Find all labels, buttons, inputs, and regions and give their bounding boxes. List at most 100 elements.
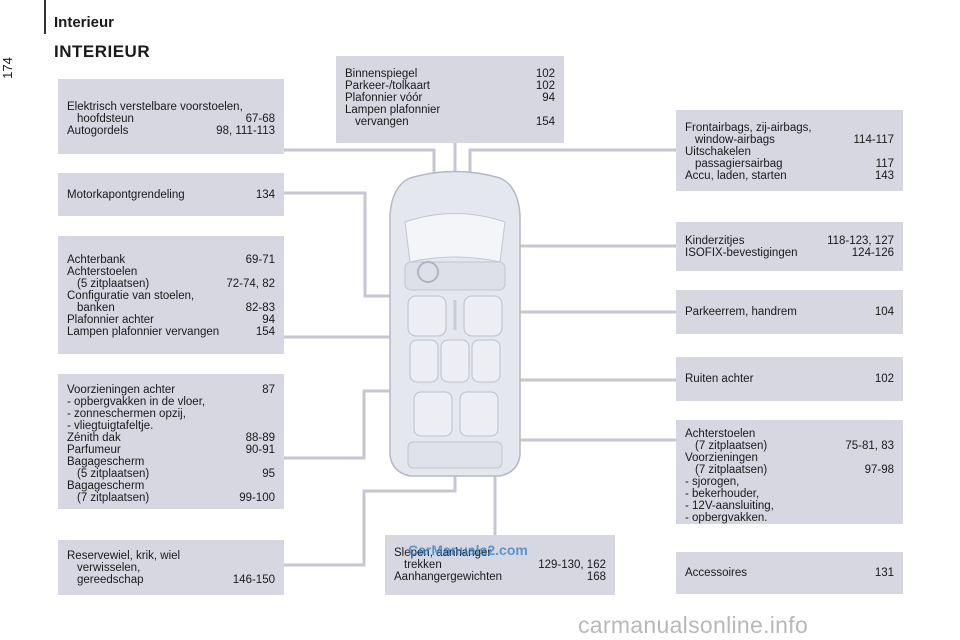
index-entry-topic: - zonneschermen opzij, <box>67 408 186 420</box>
index-entry: Slepen, aanhanger <box>394 547 606 559</box>
index-entry-pages: 102 <box>535 80 555 92</box>
front-seat-left <box>407 295 447 337</box>
index-entry-topic: Motorkapontgrendeling <box>67 189 185 201</box>
index-entry-topic: Lampen plafonnier vervangen <box>67 326 220 338</box>
index-entry-topic: (5 zitplaatsen) <box>77 468 150 480</box>
index-entry-topic: ISOFIX-bevestigingen <box>685 247 798 259</box>
index-entry-topic: Ruiten achter <box>685 373 754 385</box>
index-entry-topic: Accu, laden, starten <box>685 170 787 182</box>
index-entry-topic: verwisselen, <box>77 562 141 574</box>
index-entry: Plafonnier vóór 94 <box>345 92 555 104</box>
index-entry-topic: Reservewiel, krik, wiel <box>67 550 181 562</box>
margin-rule <box>44 0 46 34</box>
windscreen <box>404 213 506 263</box>
index-entry-topic: Bagagescherm <box>67 480 145 492</box>
boot-floor <box>407 441 503 469</box>
index-entry-topic: trekken <box>404 559 442 571</box>
index-entry: verwisselen, <box>67 562 275 574</box>
index-entry-topic: - opbergvakken. <box>685 512 768 524</box>
index-entry: Achterstoelen <box>67 266 275 278</box>
index-entry-pages: 94 <box>262 314 275 326</box>
index-entry-pages: 88-89 <box>245 432 275 444</box>
index-entry-topic: Voorzieningen achter <box>67 384 176 396</box>
index-entry: Bagagescherm <box>67 456 275 468</box>
index-entry-topic: - opbergvakken in de vloer, <box>67 396 206 408</box>
index-entry: Accu, laden, starten 143 <box>685 170 894 182</box>
index-entry-topic: Zénith dak <box>67 432 121 444</box>
index-entry-pages: 75-81, 83 <box>845 440 894 452</box>
watermark-site: carmanualsonline.info <box>578 612 809 638</box>
index-entry-topic: Uitschakelen <box>685 146 751 158</box>
index-entry-pages: 124-126 <box>851 247 894 259</box>
index-entry-topic: Slepen, aanhanger <box>394 547 492 559</box>
index-entry: - sjorogen, <box>685 476 894 488</box>
index-entry: - vliegtuigtafeltje. <box>67 420 275 432</box>
rear-seat-left <box>409 339 439 383</box>
index-entry-pages: 154 <box>255 326 275 338</box>
index-entry-topic: Aanhangergewichten <box>394 571 503 583</box>
index-entry-topic: Achterbank <box>67 254 126 266</box>
callout-airbags: Frontairbags, zij-airbags,window-airbags… <box>676 110 903 191</box>
index-entry-topic: Elektrisch verstelbare voorstoelen, <box>67 101 243 113</box>
index-entry-topic: Parkeer-/tolkaart <box>345 80 431 92</box>
index-entry-pages: 131 <box>874 567 894 579</box>
index-entry: - 12V-aansluiting, <box>685 500 894 512</box>
index-entry-pages: 94 <box>542 92 555 104</box>
index-entry-topic: (7 zitplaatsen) <box>695 464 768 476</box>
index-entry-pages: 143 <box>874 170 894 182</box>
index-entry: - bekerhouder, <box>685 488 894 500</box>
callout-front-seats: Elektrisch verstelbare voorstoelen,hoofd… <box>58 79 284 154</box>
index-entry-pages: 102 <box>535 68 555 80</box>
index-entry-topic: passagiersairbag <box>695 158 783 170</box>
index-entry-topic: window-airbags <box>695 134 775 146</box>
index-entry: Configuratie van stoelen, <box>67 290 275 302</box>
index-entry-pages: 129-130, 162 <box>538 559 606 571</box>
index-entry-pages: 134 <box>255 189 275 201</box>
index-entry-pages: 118-123, 127 <box>827 235 894 247</box>
index-entry-topic: - 12V-aansluiting, <box>685 500 774 512</box>
index-entry-topic: Autogordels <box>67 125 129 137</box>
index-entry-topic: - sjorogen, <box>685 476 740 488</box>
index-entry: trekken 129-130, 162 <box>394 559 606 571</box>
index-entry-pages: 82-83 <box>245 302 275 314</box>
leader-line-spare-wheel <box>284 470 457 567</box>
index-entry-topic: Plafonnier vóór <box>345 92 423 104</box>
index-entry: Uitschakelen <box>685 146 894 158</box>
index-entry-topic: vervangen <box>355 116 409 128</box>
index-entry-topic: (7 zitplaatsen) <box>77 492 150 504</box>
watermark-carmanuals: CarManuals2.com <box>408 542 528 558</box>
index-entry-pages: 99-100 <box>239 492 275 504</box>
dashboard <box>404 261 506 291</box>
steering-wheel <box>417 261 439 283</box>
index-entry-topic: Achterstoelen <box>67 266 138 278</box>
callout-bonnet-release: Motorkapontgrendeling 134 <box>58 173 284 216</box>
index-entry-pages: 104 <box>874 306 894 318</box>
index-entry-topic: Bagagescherm <box>67 456 145 468</box>
index-entry-pages: 72-74, 82 <box>226 278 275 290</box>
index-entry-topic: Parfumeur <box>67 444 121 456</box>
index-entry: (5 zitplaatsen)72-74, 82 <box>67 278 275 290</box>
index-entry: (5 zitplaatsen)95 <box>67 468 275 480</box>
index-entry-topic: Lampen plafonnier <box>345 104 441 116</box>
index-entry: Lampen plafonnier vervangen 154 <box>67 326 275 338</box>
index-entry-pages: 146-150 <box>232 574 275 586</box>
index-entry: Parkeer-/tolkaart 102 <box>345 80 555 92</box>
index-entry-pages: 97-98 <box>864 464 894 476</box>
